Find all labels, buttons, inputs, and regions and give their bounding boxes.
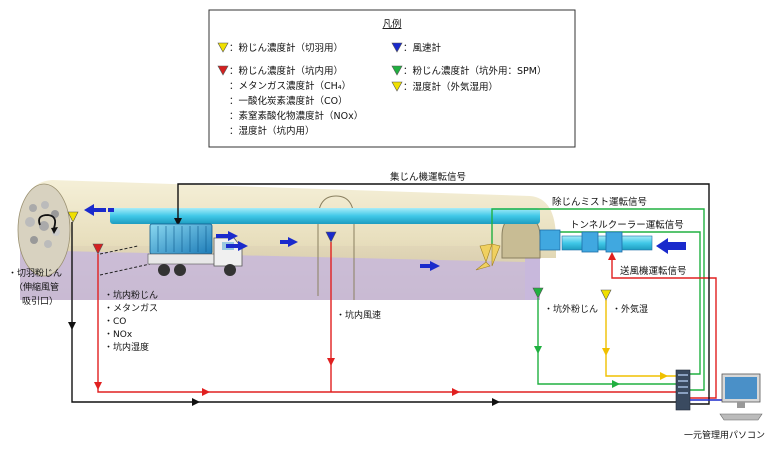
airflow-arrow-tail [108,208,114,212]
airflow-arrow-tail [226,244,238,248]
legend-item-inner-dust: ：粉じん濃度計（坑内用） [229,65,343,77]
face-swirl-arrowhead [51,227,58,234]
dashed-link-inner-2 [99,263,151,276]
legend-item-co: ：一酸化炭素濃度計（CO） [229,95,348,107]
airflow-arrow [228,231,238,241]
face-dust-arrow-1 [192,398,200,406]
dust-mist-signal-label: 除じんミスト運転信号 [552,196,647,208]
truck-wheel-3 [224,264,236,276]
airflow-arrow [430,261,440,271]
wind-sensor-icon [391,42,403,53]
intake-arrow-tail [668,242,686,250]
mist-spray-icon [475,243,501,271]
legend-item-outside-humidity: ：湿度計（外気湿用） [403,81,498,93]
truck-wheel-1 [158,264,170,276]
outside-dust-label: ・坑外粉じん [544,303,598,315]
humidity-outside-sensor-icon [391,81,403,92]
tunnel-cooler [539,229,653,253]
legend-item-nox: ：素窒素酸化物濃度計（NOx） [229,110,363,122]
wind-arrow-down [327,358,335,366]
airflow-arrow [238,241,248,251]
inner-label-5: ・坑内湿度 [104,341,149,353]
blower-signal-line [611,256,717,399]
legend: 凡例 ：粉じん濃度計（切羽用） ：粉じん濃度計（坑内用） ：メタンガス濃度計（C… [208,9,576,148]
tunnel-floor-overlay [20,250,525,300]
pc-label: 一元管理用パソコン [684,429,765,441]
wind-sensor [325,231,337,243]
airflow-arrow [84,204,94,216]
ventilation-duct [110,208,540,224]
central-pc [675,369,763,421]
outside-humidity-signal-line [605,300,676,377]
keyboard [719,413,763,421]
outside-humidity-arrow-down [602,348,610,356]
face-dust-sensor [67,211,79,223]
face-dust-arrow-down [68,322,76,330]
monitor-screen [725,377,757,399]
face-dust-label-2: （伸縮風管 [14,281,59,293]
tunnel-cooler-signal-label: トンネルクーラー運転信号 [570,219,684,231]
legend-item-outside-dust: ：粉じん濃度計（坑外用：SPM） [403,65,546,77]
outside-humidity-arrow [660,372,668,380]
legend-item-methane: ：メタンガス濃度計（CH₄） [229,80,351,92]
dust-collector-signal-label: 集じん機運転信号 [390,171,466,183]
face-dust-label-3: 吸引口） [22,296,58,307]
outside-humidity-label: ・外気湿 [612,303,648,315]
outside-dust-signal-line [537,298,676,385]
legend-item-face-dust: ：粉じん濃度計（切羽用） [229,42,343,54]
dust-collector-arrowhead [174,218,182,226]
dust-face-sensor-icon [217,42,229,53]
tunnel-cooler-unit [539,229,561,251]
blower-signal-arrowhead [608,252,616,260]
airflow-arrow [288,237,298,247]
inner-sensor-arrow-2 [452,388,460,396]
outside-dust-arrow [612,380,620,388]
inner-label-4: ・NOx [104,330,133,340]
cooler-unit-2 [581,231,599,253]
legend-box [208,9,576,148]
outside-humidity-sensor [600,289,612,301]
legend-item-wind: ：風速計 [403,42,442,54]
dust-collector-unit [149,223,213,255]
wind-label: ・坑内風速 [336,309,381,321]
airflow-arrow-tail [94,208,106,212]
dust-inner-sensor-icon [217,65,229,76]
truck-wheel-2 [174,264,186,276]
face-dust-signal-line [71,222,676,403]
outside-dust-sensor [532,287,544,299]
airflow-arrow-tail [420,264,430,268]
blower-signal-label: 送風機運転信号 [620,265,687,277]
inner-label-1: ・坑内粉じん [104,289,158,301]
inner-sensor-arrow-1 [202,388,210,396]
legend-item-humidity-inner: ：湿度計（坑内用） [229,125,315,137]
face-rubble [25,201,60,248]
monitor-stand [737,402,745,408]
intake-arrow [656,238,668,254]
dust-outside-sensor-icon [391,65,403,76]
dashed-link-inner [99,245,139,255]
blower-unit [605,231,623,253]
inner-sensor-signal-line [97,254,676,393]
truck-bed [147,253,221,265]
face-dust-label-1: ・切羽粉じん [8,267,62,279]
legend-title: 凡例 [382,18,401,30]
inner-label-2: ・メタンガス [104,303,158,314]
face-dust-arrow-2 [492,398,500,406]
airflow-arrow-tail [216,234,228,238]
inner-sensor-arrow-down [94,382,102,390]
airflow-arrows [84,204,686,271]
dust-mist-signal-line [491,208,705,391]
inner-label-3: ・CO [104,317,126,327]
inner-dust-sensor [92,243,104,255]
outside-dust-arrow-down [534,346,542,354]
face-swirl-icon [38,214,57,229]
dust-collector-truck [147,223,243,276]
dust-collector-signal-line [177,183,710,405]
airflow-arrow-tail [280,240,288,244]
tunnel-cooler-signal-line [560,231,701,375]
